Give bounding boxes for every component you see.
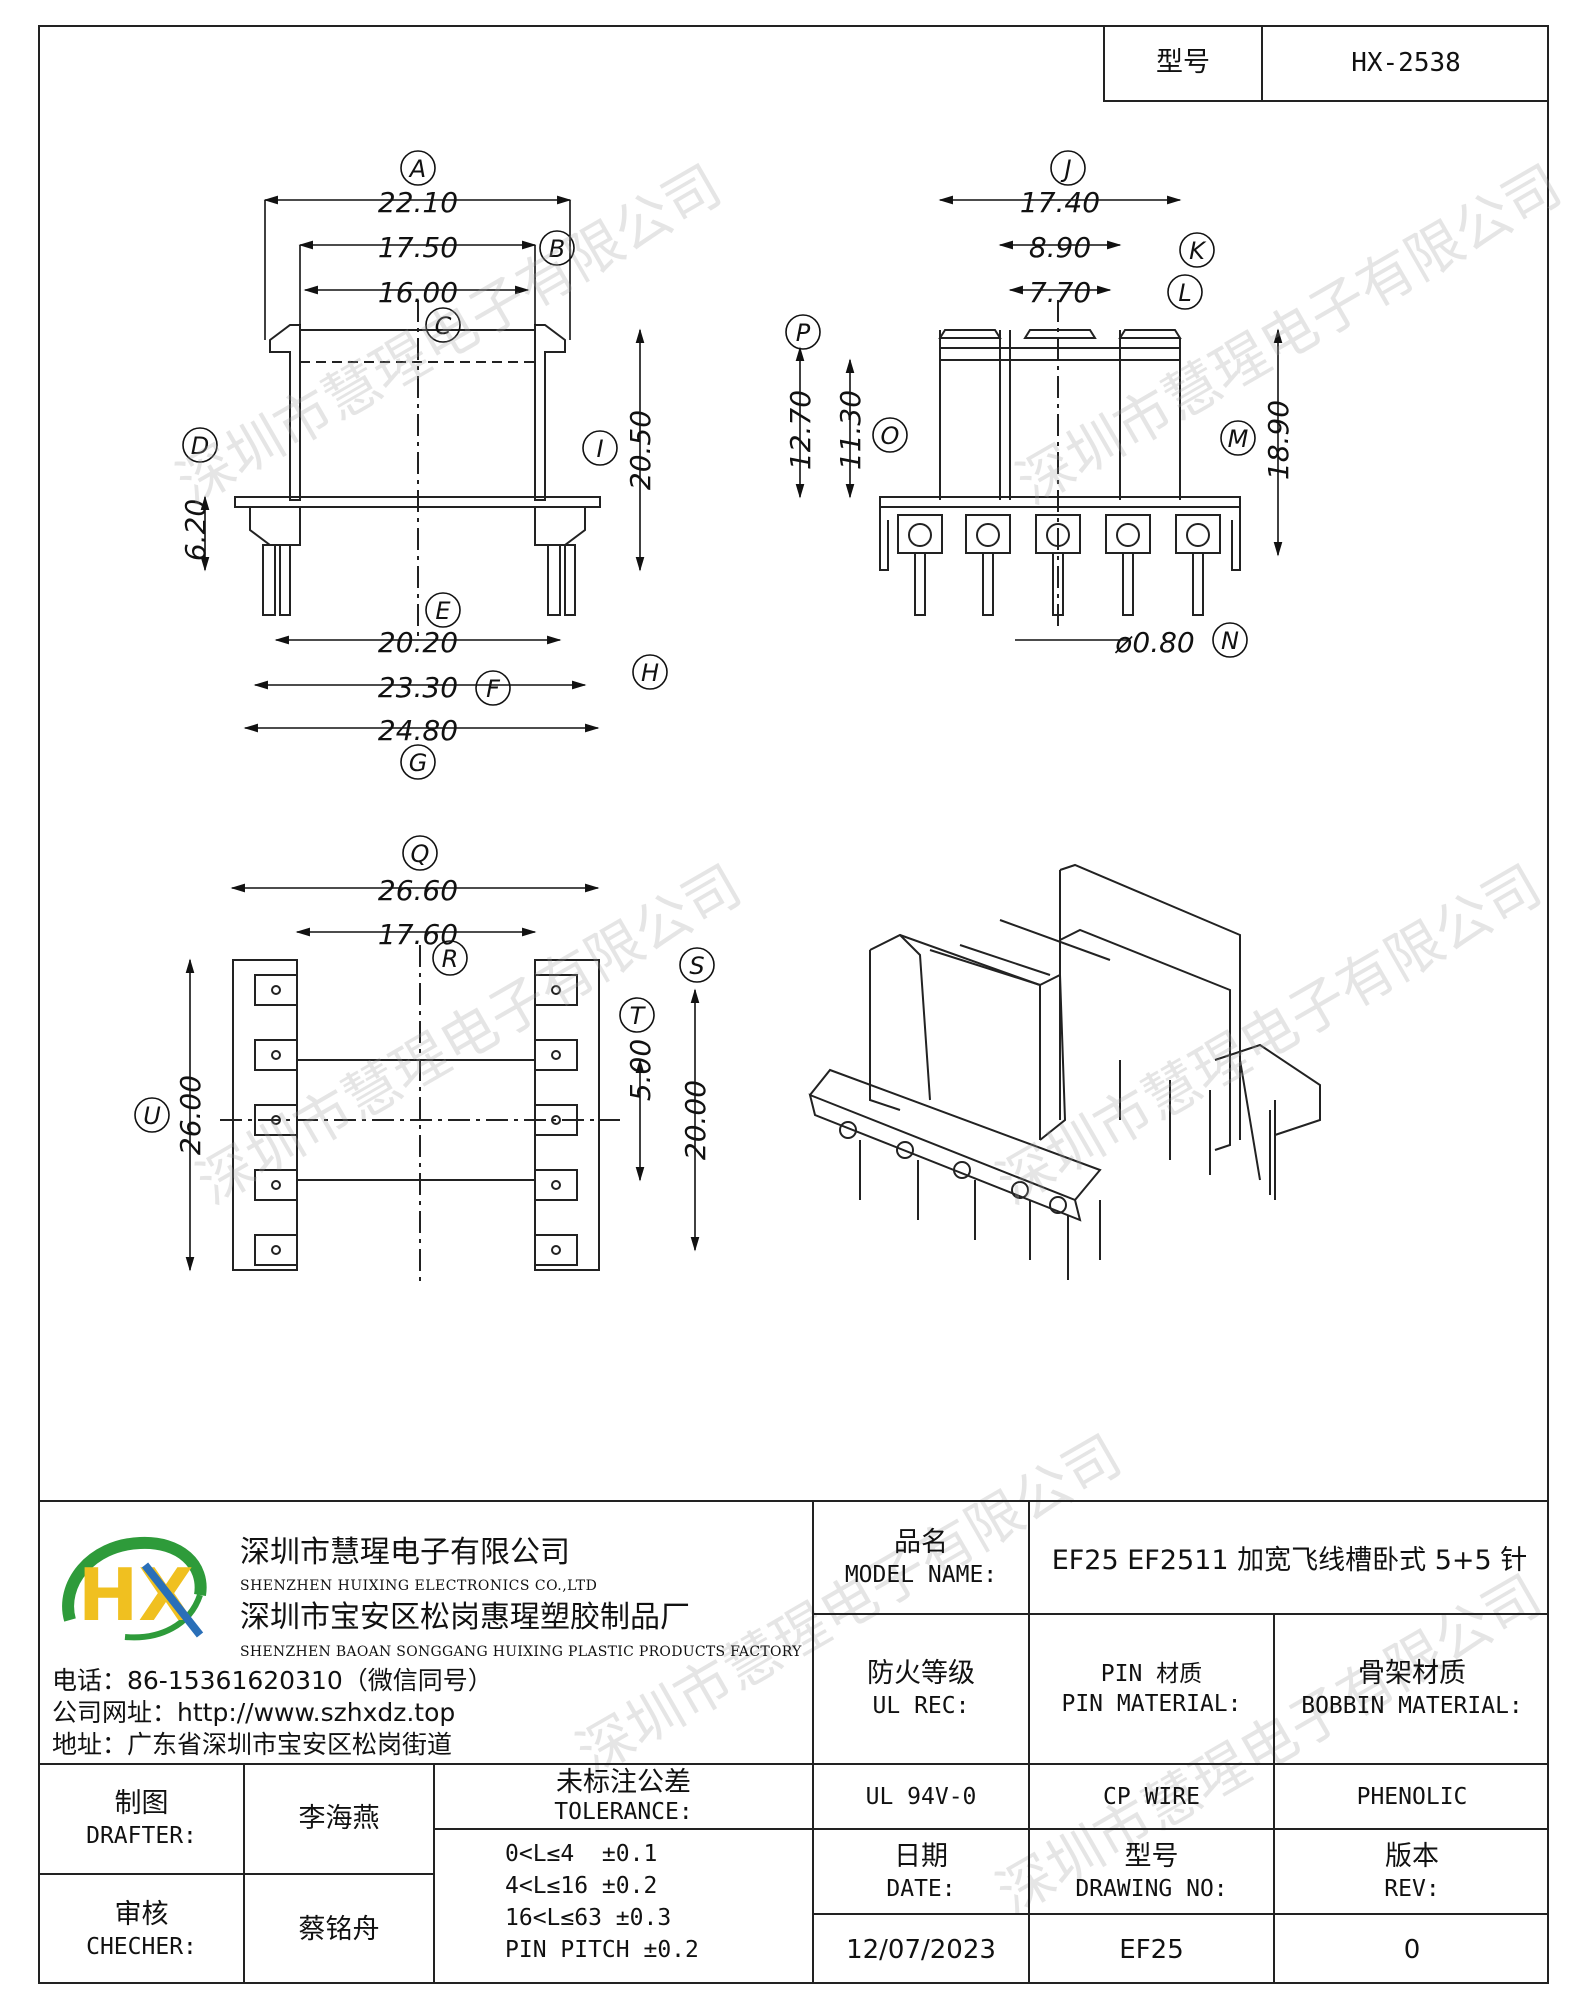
dimension-values: 22.10 17.50 16.00 20.20 23.30 24.80 20.5…	[174, 186, 1295, 1160]
letter-O: O	[881, 422, 900, 450]
company-phone: 电话：86-15361620310（微信同号）	[52, 1666, 493, 1695]
dim-K-value: 8.90	[1029, 231, 1091, 264]
tolerance-values: 0<L≤4 ±0.1 4<L≤16 ±0.2 16<L≤63 ±0.3 PIN …	[505, 1838, 805, 1966]
front-view	[234, 300, 601, 640]
letter-N: N	[1221, 627, 1239, 655]
model-name-value: EF25 EF2511 加宽飞线槽卧式 5+5 针	[1051, 1545, 1528, 1576]
letter-I: I	[596, 435, 603, 463]
tolerance-row: 0<L≤4 ±0.1	[505, 1841, 658, 1867]
drawing-frame	[38, 25, 1549, 1984]
drawing-no-value: EF25	[1119, 1934, 1184, 1965]
bottom-view	[220, 945, 620, 1285]
dim-O-value: 11.30	[834, 390, 867, 470]
letter-J: J	[1060, 155, 1071, 183]
dimension-letters	[134, 150, 1256, 1133]
company-logo: HX	[50, 1525, 220, 1655]
side-view	[879, 300, 1241, 630]
dim-J-value: 17.40	[1020, 186, 1100, 219]
dim-S-value: 20.00	[679, 1080, 712, 1160]
tolerance-row: 4<L≤16 ±0.2	[505, 1873, 658, 1899]
dim-C-value: 16.00	[378, 276, 458, 309]
dim-M-value: 18.90	[1262, 400, 1295, 480]
model-header-box: 型号 HX-2538	[1103, 25, 1549, 102]
dim-E-value: 20.20	[378, 626, 458, 659]
model-name-label: 品名 MODEL NAME:	[844, 1526, 998, 1588]
isometric-view	[808, 863, 1321, 1280]
dim-P-value: 12.70	[784, 390, 817, 470]
letter-B: B	[549, 235, 565, 263]
letter-P: P	[796, 319, 811, 347]
letter-F: F	[486, 675, 501, 703]
dim-D-value: 6.20	[179, 499, 212, 561]
pin-material-label: PIN 材质 PIN MATERIAL:	[1061, 1661, 1242, 1717]
letter-K: K	[1189, 237, 1207, 265]
title-block-top-border	[38, 1500, 1549, 1502]
letter-C: C	[435, 312, 452, 340]
drafter-value: 李海燕	[298, 1803, 380, 1834]
letter-G: G	[409, 749, 428, 777]
logo-text: HX	[78, 1553, 194, 1637]
dim-B-value: 17.50	[378, 231, 458, 264]
tolerance-label: 未标注公差 TOLERANCE:	[554, 1766, 693, 1825]
factory-name-cn: 深圳市宝安区松岗惠瑆塑胶制品厂	[240, 1600, 690, 1635]
date-value: 12/07/2023	[846, 1934, 996, 1965]
letter-L: L	[1178, 279, 1191, 307]
bobbin-material-value: PHENOLIC	[1356, 1783, 1468, 1810]
company-address: 地址：广东省深圳市宝安区松岗街道	[52, 1730, 453, 1759]
dim-Q-value: 26.60	[378, 874, 458, 907]
model-header-label: 型号	[1105, 25, 1263, 100]
dim-T-value: 5.00	[624, 1039, 657, 1101]
letter-H: H	[641, 659, 659, 687]
company-name-cn: 深圳市慧瑆电子有限公司	[240, 1535, 570, 1570]
letter-Q: Q	[411, 840, 430, 868]
tolerance-row: 16<L≤63 ±0.3	[505, 1905, 672, 1931]
dim-I-value: 20.50	[624, 410, 657, 490]
bobbin-material-label: 骨架材质 BOBBIN MATERIAL:	[1301, 1658, 1523, 1719]
dim-G-value: 24.80	[378, 714, 458, 747]
factory-name-en: SHENZHEN BAOAN SONGGANG HUIXING PLASTIC …	[240, 1644, 802, 1660]
dim-U-value: 26.00	[174, 1075, 207, 1155]
letter-E: E	[435, 597, 451, 625]
dimension-lines	[185, 195, 1283, 1272]
letter-T: T	[630, 1002, 647, 1030]
dim-F-value: 23.30	[378, 671, 458, 704]
letter-S: S	[689, 952, 704, 980]
letter-D: D	[191, 432, 209, 460]
pin-material-value: CP WIRE	[1103, 1783, 1200, 1810]
model-header-value: HX-2538	[1351, 47, 1461, 78]
dim-R-value: 17.60	[378, 918, 458, 951]
drawing-no-label: 型号 DRAWING NO:	[1075, 1840, 1228, 1902]
rev-value: 0	[1403, 1934, 1421, 1965]
dim-A-value: 22.10	[378, 186, 458, 219]
checker-value: 蔡铭舟	[298, 1913, 380, 1945]
dimension-letter-labels: A B C D E F G H I J K L M N O P Q R S T …	[143, 155, 1248, 1130]
company-website: 公司网址：http://www.szhxdz.top	[52, 1698, 456, 1727]
letter-M: M	[1228, 425, 1249, 453]
letter-A: A	[408, 155, 426, 183]
rev-label: 版本 REV:	[1384, 1840, 1440, 1902]
dim-N-value: ø0.80	[1114, 626, 1194, 659]
date-label: 日期 DATE:	[886, 1840, 956, 1902]
company-name-en: SHENZHEN HUIXING ELECTRONICS CO.,LTD	[240, 1578, 598, 1594]
ul-rec-value: UL 94V-0	[865, 1783, 977, 1810]
ul-rec-label: 防火等级 UL REC:	[867, 1658, 975, 1719]
tolerance-row: PIN PITCH ±0.2	[505, 1937, 699, 1963]
technical-drawing: 22.10 17.50 16.00 20.20 23.30 24.80 20.5…	[134, 150, 1321, 1285]
letter-R: R	[442, 945, 459, 973]
dim-L-value: 7.70	[1029, 276, 1091, 309]
drafter-label: 制图 DRAFTER:	[86, 1788, 197, 1849]
checker-label: 审核 CHECHER:	[86, 1898, 197, 1960]
letter-U: U	[143, 1102, 161, 1130]
